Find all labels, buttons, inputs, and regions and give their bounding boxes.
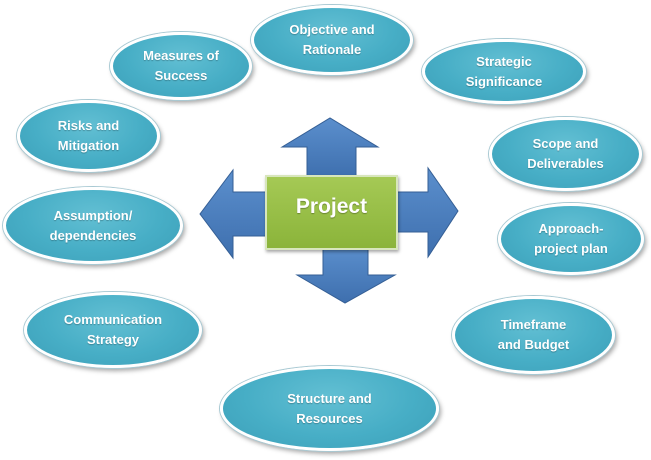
node-communication-strategy: Communication Strategy [24, 292, 202, 368]
project-label: Project [295, 194, 368, 218]
node-risks-and-mitigation: Risks and Mitigation [17, 100, 160, 172]
node-measures-of-success: Measures of Success [110, 32, 252, 100]
node-assumption-dependencies: Assumption/ dependencies [3, 187, 183, 264]
arrow-up [280, 117, 380, 179]
arrow-down [295, 245, 397, 304]
node-structure-and-resources: Structure and Resources [220, 366, 439, 451]
arrow-right [396, 166, 459, 259]
node-timeframe-and-budget: Timeframe and Budget [452, 296, 615, 374]
node-scope-and-deliverables: Scope and Deliverables [489, 117, 642, 191]
node-approach-project-plan: Approach- project plan [498, 203, 644, 275]
node-objective-and-rationale: Objective and Rationale [251, 5, 413, 75]
arrow-left [199, 168, 268, 260]
node-strategic-significance: Strategic Significance [422, 39, 586, 104]
project-center-box: Project [265, 175, 398, 250]
